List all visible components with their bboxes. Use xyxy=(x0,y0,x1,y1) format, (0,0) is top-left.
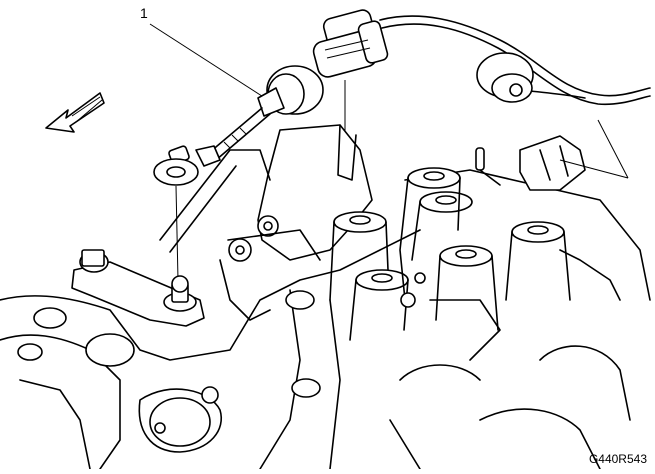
figure-code: G440R543 xyxy=(588,452,647,466)
engine-block xyxy=(0,149,631,470)
shift-cable-connector xyxy=(312,9,389,78)
callout-number-1: 1 xyxy=(140,5,148,21)
shift-lever xyxy=(71,249,205,327)
cable-end-eyelet xyxy=(153,145,221,281)
intake-manifold xyxy=(329,167,651,341)
shift-cable xyxy=(209,65,324,161)
cable-bracket xyxy=(257,124,373,261)
harness-grommet xyxy=(476,52,534,103)
vacuum-fitting xyxy=(475,147,501,186)
front-arrow-icon xyxy=(45,92,105,133)
sensor xyxy=(519,119,629,191)
callout-leader-line xyxy=(149,23,266,99)
